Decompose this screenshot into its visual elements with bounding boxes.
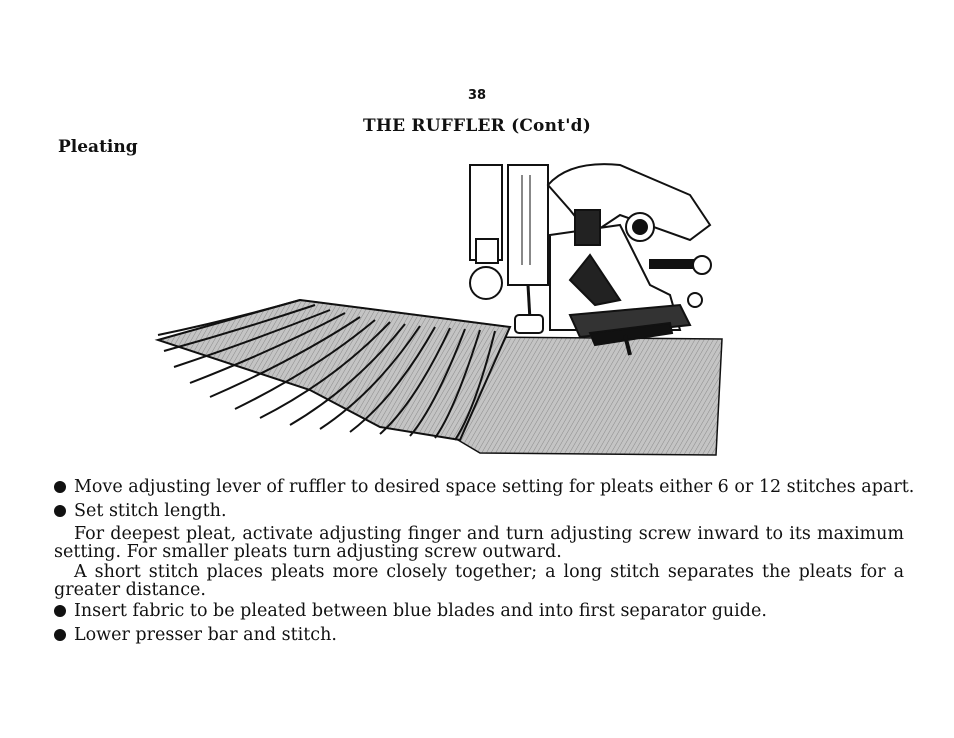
bullet-icon [54,481,66,493]
step-text: Insert fabric to be pleated between blue… [74,601,767,621]
instruction-paragraph: For deepest pleat, activate adjusting fi… [54,524,904,562]
instruction-step: Move adjusting lever of ruffler to desir… [54,477,914,497]
bullet-icon [54,605,66,617]
bullet-icon [54,505,66,517]
pleated-fabric [154,298,512,442]
section-heading: Pleating [58,137,138,157]
step-text: Lower presser bar and stitch. [74,625,337,645]
needle-assembly [469,164,549,334]
instruction-step: Lower presser bar and stitch. [54,625,904,645]
step-text: Set stitch length. [74,501,227,521]
step-text: Move adjusting lever of ruffler to desir… [74,477,915,497]
page-title: THE RUFFLER (Cont'd) [363,116,591,136]
instruction-step: Set stitch length. [54,501,904,521]
ruffler-illustration [154,163,723,456]
instructions: Move adjusting lever of ruffler to desir… [54,477,914,649]
bullet-icon [54,629,66,641]
ruffler-attachment [546,163,712,356]
instruction-step: Insert fabric to be pleated between blue… [54,601,904,621]
instruction-paragraph: A short stitch places pleats more closel… [54,562,904,600]
page-number: 38 [467,88,487,103]
